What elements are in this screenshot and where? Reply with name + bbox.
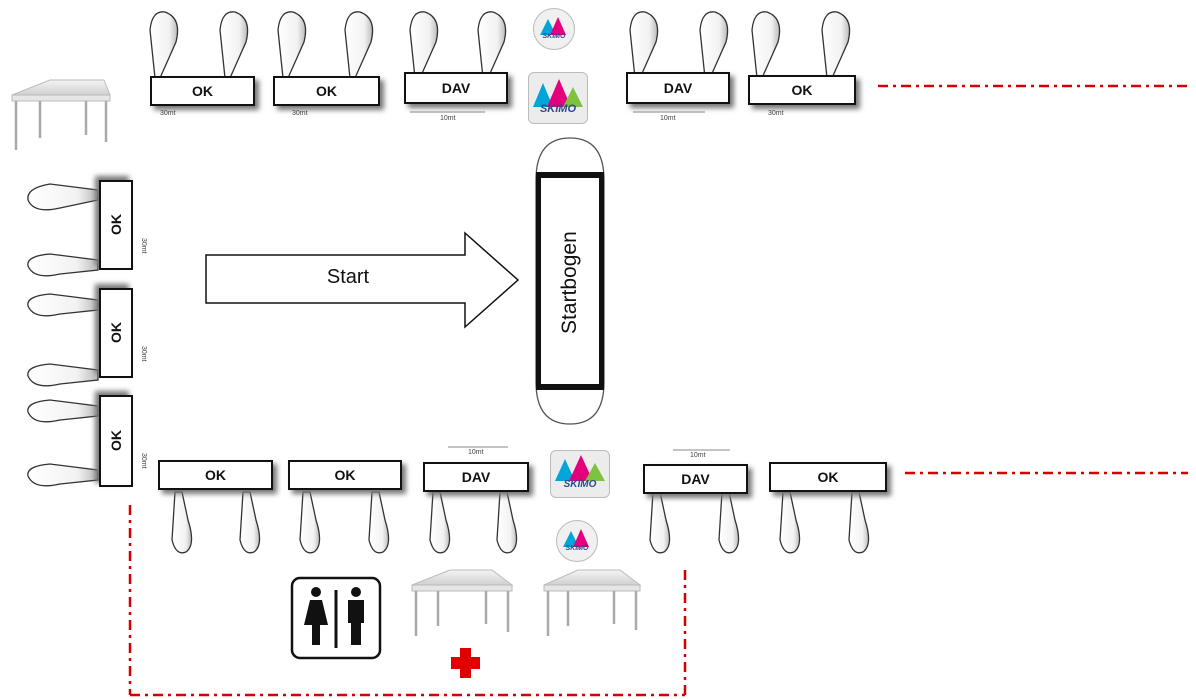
banner-top-4: DAV	[626, 72, 730, 104]
logo-text: SKIMO	[563, 479, 597, 490]
dimension-label: 30mt	[768, 110, 784, 117]
flag-icon	[27, 363, 99, 387]
banner-bottom-5: OK	[769, 462, 887, 492]
flag-icon	[239, 491, 261, 554]
flag-icon	[649, 491, 671, 554]
flag-icon	[27, 183, 99, 211]
flag-icon	[409, 11, 439, 79]
flag-icon	[27, 253, 99, 277]
first-aid-cross-icon	[451, 648, 480, 678]
flag-icon	[344, 11, 374, 79]
flag-icon	[27, 293, 99, 317]
flag-icon	[149, 11, 179, 79]
banner-top-1: OK	[150, 76, 255, 106]
bottom-flags	[171, 491, 870, 554]
banner-label: OK	[791, 82, 813, 98]
flag-icon	[751, 11, 781, 79]
banner-label: OK	[192, 83, 213, 99]
flag-icon	[429, 491, 451, 554]
toilet-icon	[290, 576, 382, 660]
flag-icon	[368, 491, 390, 554]
logo-text: SKIMO	[542, 33, 566, 40]
banner-label: OK	[316, 83, 337, 99]
banner-label: OK	[817, 469, 839, 485]
flag-icon	[299, 491, 321, 554]
flag-icon	[496, 491, 518, 554]
banner-bottom-4: DAV	[643, 464, 748, 494]
tent-icon	[543, 569, 642, 636]
sponsor-logo-icon: SKIMO	[556, 520, 598, 562]
dimension-label: 30mt	[140, 453, 147, 469]
sponsor-logo-icon: SKIMO	[528, 72, 588, 124]
start-arch-graphic	[535, 137, 605, 425]
banner-bottom-1: OK	[158, 460, 273, 490]
start-arch-label: Startbogen	[558, 231, 581, 335]
flag-icon	[821, 11, 851, 79]
flag-icon	[848, 491, 870, 554]
banner-label: OK	[334, 467, 356, 483]
banner-label: OK	[205, 467, 226, 483]
flag-icon	[699, 11, 729, 79]
start-arrow	[205, 231, 520, 329]
banner-top-2: OK	[273, 76, 380, 106]
flag-icon	[219, 11, 249, 79]
dimension-label: 10mt	[440, 115, 456, 122]
dimension-label: 30mt	[292, 110, 308, 117]
left-flags	[27, 183, 99, 487]
banner-label: OK	[108, 322, 124, 344]
flag-icon	[629, 11, 659, 79]
flag-icon	[27, 399, 99, 423]
logo-text: SKIMO	[565, 545, 589, 552]
banner-left-3: OK	[99, 395, 133, 487]
top-flags	[149, 11, 851, 79]
dimension-lines	[410, 111, 730, 451]
flag-icon	[27, 463, 99, 487]
banner-label: DAV	[441, 80, 471, 96]
start-arrow-label: Start	[326, 266, 370, 288]
boundary-lines	[128, 84, 1188, 697]
flag-icon	[171, 491, 193, 554]
banner-top-3: DAV	[404, 72, 508, 104]
flag-icon	[277, 11, 307, 79]
banner-label: DAV	[663, 80, 693, 96]
dimension-label: 10mt	[660, 115, 676, 122]
sponsor-logo-icon: SKIMO	[550, 450, 610, 498]
banner-label: DAV	[461, 469, 491, 485]
banner-top-5: OK	[748, 75, 856, 105]
banner-label: OK	[108, 214, 124, 236]
flag-icon	[477, 11, 507, 79]
banner-label: DAV	[681, 471, 710, 487]
banner-bottom-3: DAV	[423, 462, 529, 492]
banner-bottom-2: OK	[288, 460, 402, 490]
logo-text: SKIMO	[539, 103, 577, 115]
dimension-label: 30mt	[140, 238, 147, 254]
banner-left-1: OK	[99, 180, 133, 270]
dimension-label: 10mt	[468, 449, 484, 456]
dimension-label: 30mt	[140, 346, 147, 362]
flag-icon	[718, 491, 740, 554]
flag-icon	[779, 491, 801, 554]
banner-left-2: OK	[99, 288, 133, 378]
tent-icon	[411, 569, 514, 636]
banner-label: OK	[108, 430, 124, 452]
tent-icon	[11, 79, 111, 150]
dimension-label: 30mt	[160, 110, 176, 117]
dimension-label: 10mt	[690, 452, 706, 459]
sponsor-logo-icon: SKIMO	[533, 8, 575, 50]
